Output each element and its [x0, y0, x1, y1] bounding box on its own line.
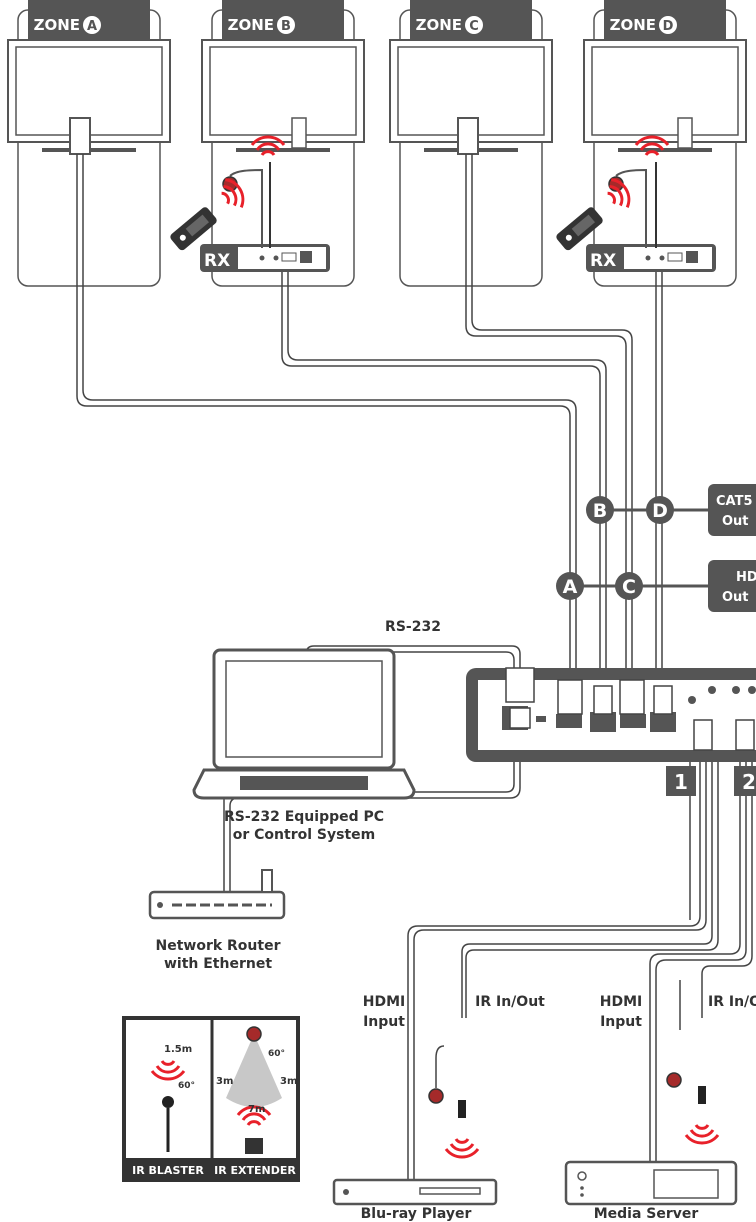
zone-d-label: ZONE — [610, 16, 656, 34]
hdmi-input-2-line1: HDMI — [600, 994, 642, 1010]
input-2-number: 2 — [742, 770, 756, 794]
pc-label-line1: RS-232 Equipped PC — [224, 809, 384, 825]
zone-d-letter: D — [663, 19, 674, 34]
marker-b — [586, 496, 614, 524]
blaster-range: 1.5m — [164, 1044, 192, 1055]
remote-icon-d — [556, 207, 603, 251]
router-icon — [148, 869, 286, 920]
hdmi-out-line1: HD — [736, 570, 756, 585]
ir-inout-2: IR In/O — [708, 994, 756, 1010]
zone-d — [583, 0, 747, 287]
ir-blaster-title: IR BLASTER — [132, 1164, 204, 1177]
router-label-line1: Network Router — [155, 938, 280, 954]
marker-c-text: C — [622, 576, 636, 598]
ir-waves-bluray — [444, 1137, 480, 1159]
router-label-line2: with Ethernet — [164, 956, 272, 972]
zone-a-letter: A — [87, 19, 97, 34]
marker-d — [646, 496, 674, 524]
zone-c-label: ZONE — [416, 16, 462, 34]
media-server-label: Media Server — [594, 1206, 699, 1222]
connectors — [505, 667, 755, 751]
marker-a — [556, 572, 584, 600]
ir-blaster-1 — [428, 1045, 466, 1118]
cat5-out-box — [708, 484, 756, 536]
receiver-d-label: RX — [590, 251, 616, 271]
extender-left: 3m — [216, 1076, 233, 1087]
zone-a — [7, 0, 171, 287]
marker-d-text: D — [652, 500, 668, 522]
receiver-b — [200, 244, 330, 272]
zone-c — [389, 0, 553, 287]
pc-label-line2: or Control System — [233, 827, 375, 843]
receiver-b-label: RX — [204, 251, 230, 271]
input-1-tag — [666, 766, 696, 796]
ir-inout-1: IR In/Out — [475, 994, 545, 1010]
zone-d-badge — [659, 16, 677, 34]
remote-icon-b — [170, 207, 217, 251]
ir-extender-title: IR EXTENDER — [214, 1164, 296, 1177]
cat5-out-line2: Out — [722, 514, 749, 529]
media-server-icon — [564, 1160, 738, 1206]
input-2-tag — [734, 766, 756, 796]
zone-a-label: ZONE — [34, 16, 80, 34]
cat5-out-line1: CAT5 — [716, 494, 753, 509]
marker-c — [615, 572, 643, 600]
zone-b-badge — [277, 16, 295, 34]
laptop-icon — [192, 648, 416, 800]
hdmi-input-2-line2: Input — [600, 1014, 642, 1030]
receiver-d — [586, 244, 716, 272]
hdmi-out-box — [708, 560, 756, 612]
extender-right: 3m — [280, 1076, 297, 1087]
bluray-label: Blu-ray Player — [361, 1206, 472, 1222]
ir-waves-media-server — [684, 1123, 720, 1145]
hdmi-input-1-line2: Input — [363, 1014, 405, 1030]
rs232-label: RS-232 — [385, 619, 441, 635]
zone-b-label: ZONE — [228, 16, 274, 34]
extender-angle: 60° — [268, 1049, 285, 1059]
zone-c-letter: C — [469, 19, 479, 34]
bluray-player-icon — [332, 1178, 498, 1206]
marker-b-text: B — [593, 500, 607, 522]
ir-legend — [122, 1016, 300, 1182]
blaster-angle: 60° — [178, 1081, 195, 1091]
hdmi-out-line2: Out — [722, 590, 749, 605]
extender-distance: 7m — [248, 1104, 265, 1115]
zone-c-badge — [465, 16, 483, 34]
input-1-number: 1 — [674, 770, 688, 794]
zone-b-letter: B — [281, 19, 291, 34]
zone-b — [201, 0, 365, 287]
hdmi-input-1-line1: HDMI — [363, 994, 405, 1010]
marker-a-text: A — [563, 576, 578, 598]
ir-blaster-2 — [666, 1072, 706, 1104]
zone-a-badge — [83, 16, 101, 34]
